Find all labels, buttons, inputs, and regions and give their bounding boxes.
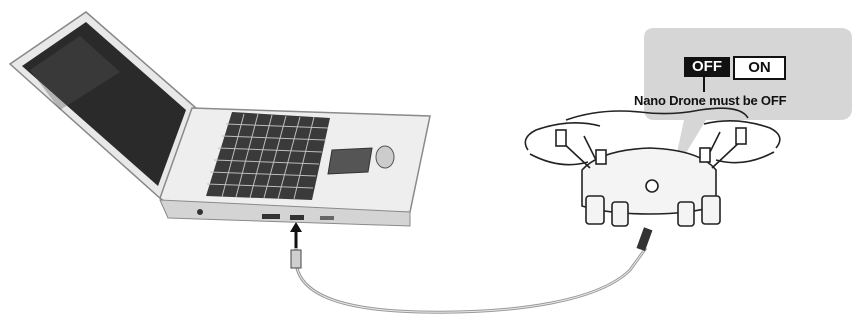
switch-off-label: OFF [684, 57, 730, 77]
up-arrow-icon [290, 222, 302, 248]
callout-caption: Nano Drone must be OFF [634, 93, 858, 108]
switch-on-label: ON [733, 56, 786, 80]
drone-icon [525, 108, 780, 226]
usb-cable-icon [291, 227, 652, 312]
laptop-icon [10, 12, 430, 226]
